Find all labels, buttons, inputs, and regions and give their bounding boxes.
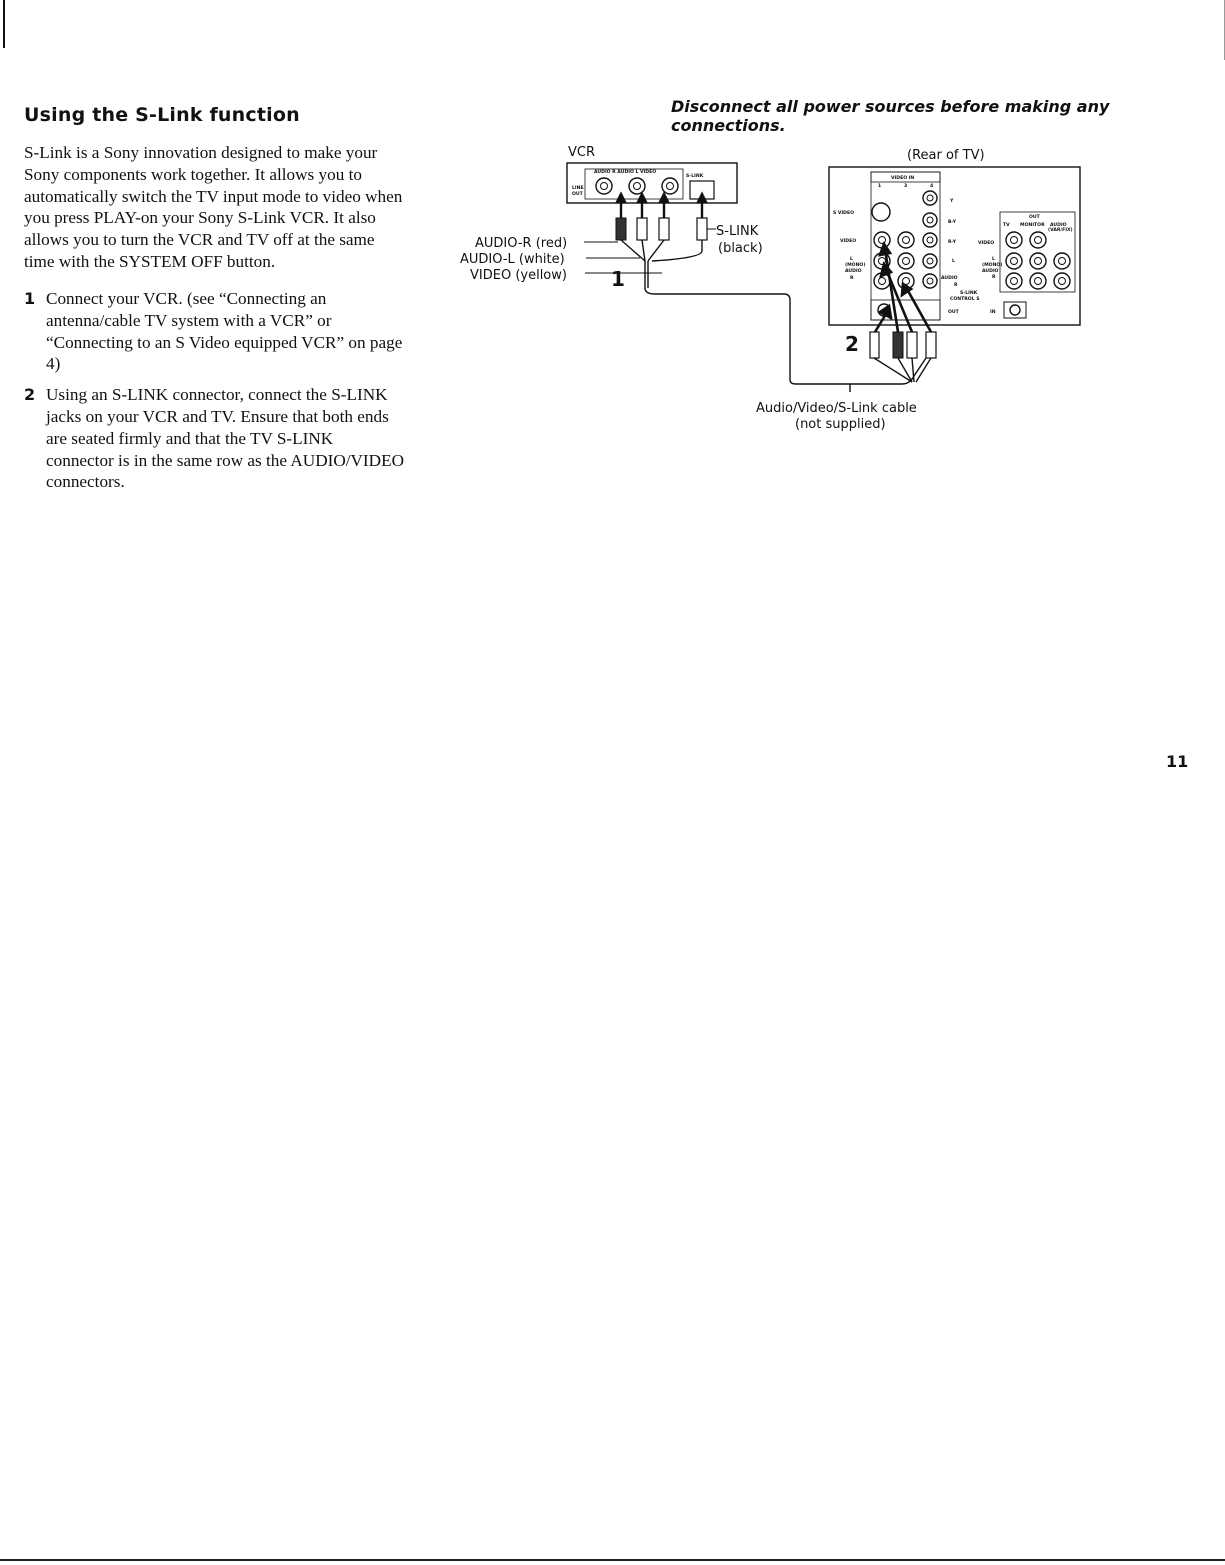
tv-out-tv-text: TV: [1003, 222, 1010, 228]
cable-caption-line1: Audio/Video/S-Link cable: [756, 401, 917, 416]
tv-mono-text: (MONO): [845, 262, 865, 268]
tv-ctrl-out-text: OUT: [948, 309, 960, 315]
tv-out-mono-text: (MONO): [982, 262, 1002, 268]
tv-input-4-text: 4: [930, 183, 933, 189]
step-item: 2 Using an S-LINK connector, connect the…: [24, 384, 404, 493]
vcr-slink-text: S-LINK: [686, 173, 704, 179]
step-marker-1: 1: [611, 267, 625, 291]
audio-l-cable-label: AUDIO-L (white): [460, 252, 565, 267]
tv-input-3-text: 3: [904, 183, 907, 189]
bottom-rule: [0, 1559, 1225, 1561]
av-cable-bundle: [620, 239, 935, 392]
tv-svideo-jack: [871, 202, 891, 222]
tv-out-audio-text: AUDIO: [1050, 222, 1067, 228]
tv-out-l-text: L: [992, 256, 995, 262]
tv-control-s-text: CONTROL S: [950, 296, 980, 302]
tv-svideo-text: S VIDEO: [833, 210, 854, 216]
slink-cable-label: S-LINK: [716, 224, 759, 239]
vcr-line-text: LINE: [572, 185, 584, 191]
tv-l4-text: L: [952, 258, 955, 264]
step-number: 1: [24, 289, 36, 308]
tv-out-text: OUT: [1029, 214, 1041, 220]
slink-color-label: (black): [718, 241, 763, 256]
tv-video-text: VIDEO: [840, 238, 856, 244]
vcr-plug-arrows: [615, 191, 708, 218]
page-number: 11: [1166, 752, 1189, 771]
cable-caption-line2: (not supplied): [795, 417, 886, 432]
tv-video-in-text: VIDEO IN: [891, 175, 914, 181]
step-list: 1 Connect your VCR. (see “Connecting an …: [24, 288, 404, 502]
tv-ry-text: R-Y: [948, 239, 957, 245]
tv-rear-panel: VIDEO IN 1 3 4 S VIDEO VIDEO L (MONO) AU…: [828, 166, 1081, 326]
step-marker-2: 2: [845, 332, 859, 356]
step-number: 2: [24, 385, 36, 405]
tv-audio4-text: AUDIO: [941, 275, 958, 281]
tv-rca-plugs: [869, 331, 937, 359]
label-leader-lines: [584, 228, 716, 274]
tv-slink-text: S-LINK: [960, 290, 978, 296]
power-warning: Disconnect all power sources before maki…: [671, 97, 1110, 135]
step-text: Using an S-LINK connector, connect the S…: [46, 385, 404, 492]
page-edge-mark: [3, 0, 5, 48]
tv-r-text: R: [850, 275, 854, 281]
connection-diagram: VCR (Rear of TV) AUDIO R AUDIO L VIDEO S…: [440, 136, 1100, 436]
video-cable-label: VIDEO (yellow): [470, 268, 567, 283]
tv-y-text: Y: [949, 198, 954, 204]
tv-out-monitor-text: MONITOR: [1020, 222, 1045, 228]
tv-out-var-text: (VAR/FIX): [1048, 227, 1073, 233]
step-item: 1 Connect your VCR. (see “Connecting an …: [24, 288, 404, 375]
vcr-rear-panel: AUDIO R AUDIO L VIDEO S-LINK LINE OUT: [566, 162, 738, 204]
step-text: Connect your VCR. (see “Connecting an an…: [46, 289, 403, 374]
tv-input-1-text: 1: [878, 183, 881, 189]
tv-ctrl-in-text: IN: [990, 309, 996, 315]
section-heading: Using the S-Link function: [24, 104, 300, 126]
tv-audio-text: AUDIO: [845, 268, 862, 274]
tv-out-video-text: VIDEO: [978, 240, 994, 246]
tv-label: (Rear of TV): [907, 148, 985, 163]
vcr-out-text: OUT: [572, 191, 584, 197]
tv-plug-arrows: [873, 241, 933, 333]
vcr-rca-plugs: [615, 217, 708, 241]
audio-r-cable-label: AUDIO-R (red): [475, 236, 567, 251]
tv-out-audio2-text: AUDIO: [982, 268, 999, 274]
intro-paragraph: S-Link is a Sony innovation designed to …: [24, 143, 403, 271]
tv-out-r-text: R: [992, 274, 996, 280]
vcr-jack-header: AUDIO R AUDIO L VIDEO: [594, 169, 656, 175]
tv-by-text: B-Y: [948, 219, 957, 225]
connection-diagram-svg: VCR (Rear of TV) AUDIO R AUDIO L VIDEO S…: [460, 145, 1081, 432]
tv-control-in-jack: [1009, 304, 1021, 316]
tv-r4-text: R: [954, 282, 958, 288]
tv-cable-join: [873, 357, 932, 383]
tv-l-text: L: [850, 256, 853, 262]
vcr-label: VCR: [568, 145, 595, 160]
